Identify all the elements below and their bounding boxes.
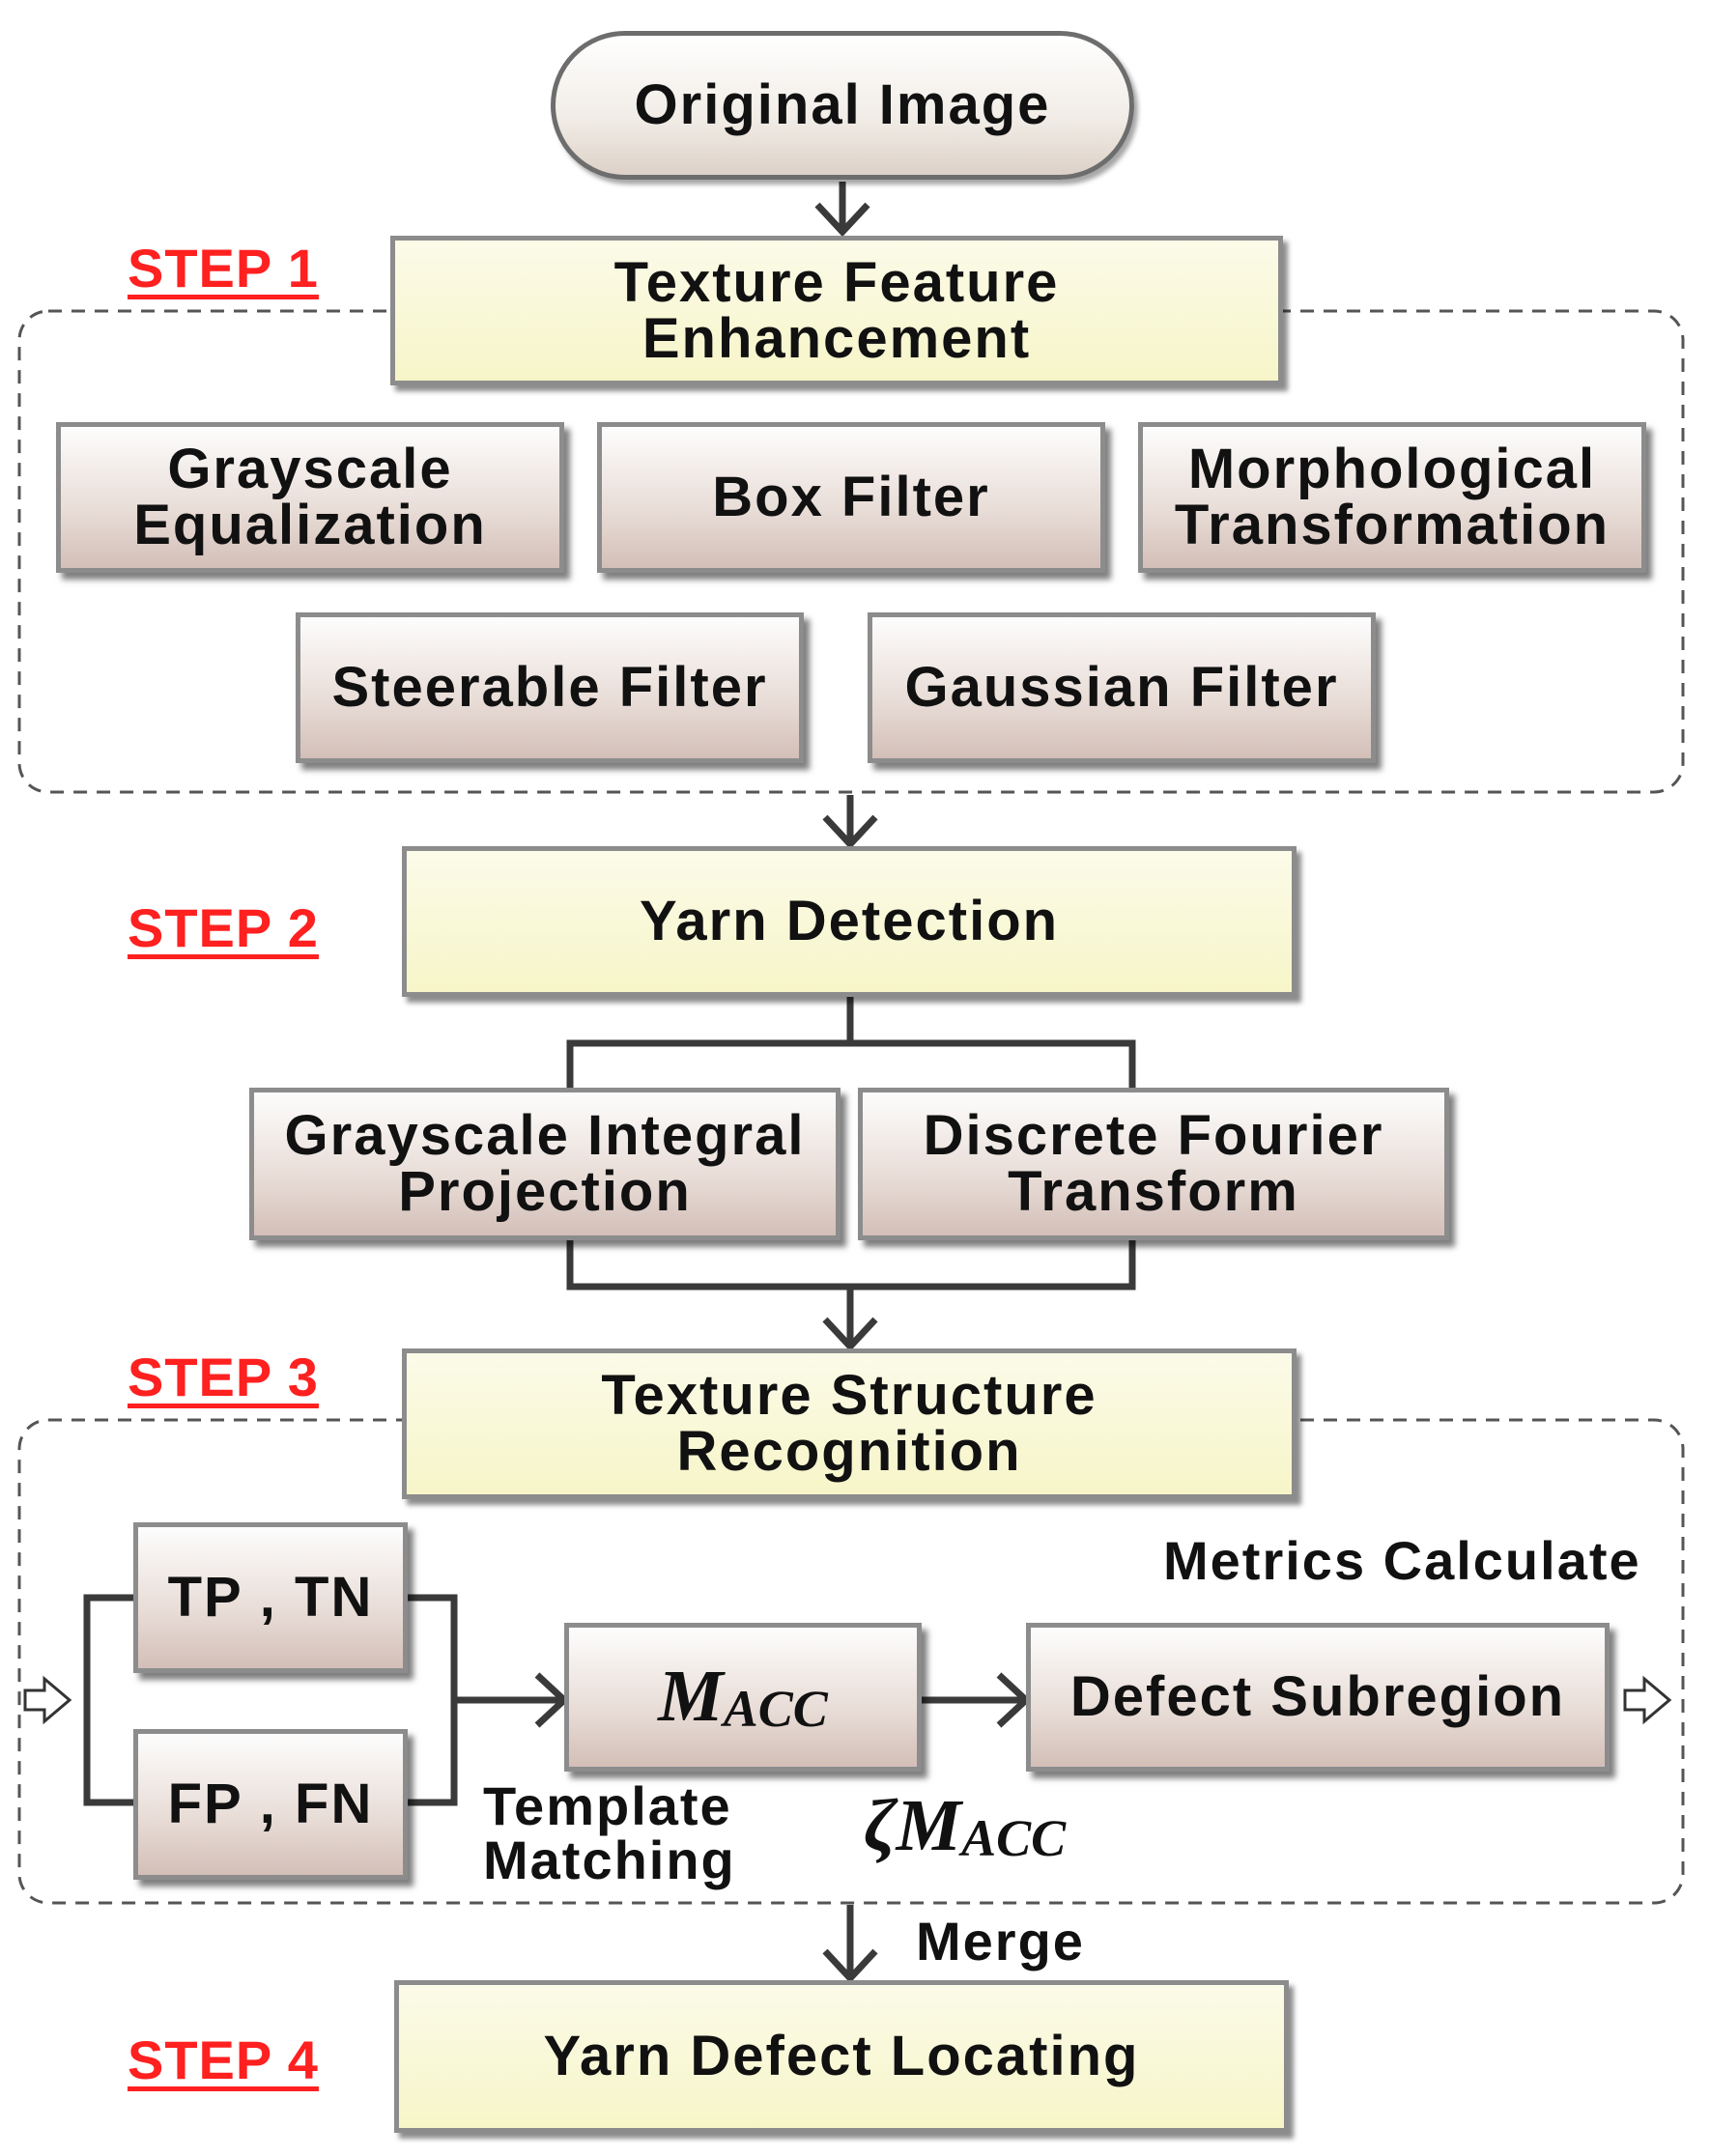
zeta-macc-subscript: ACC [961, 1809, 1067, 1867]
step4-label: STEP 4 [128, 2029, 319, 2090]
zeta-macc-main: M [896, 1785, 962, 1866]
texture-feature-enhancement-node: Texture Feature Enhancement [390, 236, 1283, 385]
defect-subregion-node: Defect Subregion [1026, 1623, 1610, 1772]
texture-structure-recognition-node: Texture Structure Recognition [402, 1348, 1297, 1499]
morphological-transformation-node: Morphological Transformation [1138, 422, 1646, 573]
step3-group-border [17, 1418, 1685, 1905]
original-image-node: Original Image [551, 31, 1134, 180]
steerable-filter-node: Steerable Filter [296, 612, 804, 763]
discrete-fourier-transform-node: Discrete Fourier Transform [858, 1088, 1449, 1240]
branch-step2-bottom [566, 1238, 1136, 1291]
macc-symbol: MACC [658, 1660, 828, 1735]
hollow-arrow-right-icon [1623, 1675, 1672, 1725]
steerable-filter-label: Steerable Filter [331, 656, 768, 719]
box-filter-node: Box Filter [597, 422, 1105, 573]
yarn-defect-locating-node: Yarn Defect Locating [394, 1980, 1289, 2133]
morphological-transformation-label: Morphological Transformation [1174, 438, 1610, 556]
yarn-detection-node: Yarn Detection [402, 846, 1297, 997]
discrete-fourier-transform-label: Discrete Fourier Transform [923, 1104, 1384, 1223]
gaussian-filter-node: Gaussian Filter [868, 612, 1376, 763]
defect-subregion-label: Defect Subregion [1069, 1665, 1566, 1728]
box-filter-label: Box Filter [712, 466, 990, 528]
grayscale-equalization-node: Grayscale Equalization [56, 422, 564, 573]
yarn-defect-locating-label: Yarn Defect Locating [543, 2025, 1140, 2087]
tp-tn-node: TP , TN [133, 1522, 408, 1673]
step1-label: STEP 1 [128, 238, 319, 298]
bracket-right [406, 1594, 458, 1806]
grayscale-integral-projection-label: Grayscale Integral Projection [284, 1104, 806, 1223]
fp-fn-node: FP , FN [133, 1729, 408, 1880]
yarn-detection-label: Yarn Detection [639, 890, 1060, 952]
metrics-calculate-label: Metrics Calculate [1163, 1530, 1641, 1591]
tp-tn-label: TP , TN [167, 1566, 374, 1629]
zeta-symbol: ζ [864, 1785, 897, 1866]
step3-label: STEP 3 [128, 1347, 319, 1407]
merge-label: Merge [916, 1911, 1085, 1972]
macc-node: MACC [564, 1623, 922, 1772]
step1-group-border [17, 309, 1685, 794]
template-matching-label: Template Matching [483, 1775, 736, 1890]
grayscale-integral-projection-node: Grayscale Integral Projection [249, 1088, 841, 1240]
zeta-macc-label: ζMACC [864, 1789, 1066, 1864]
texture-structure-recognition-label: Texture Structure Recognition [601, 1364, 1097, 1483]
macc-subscript: ACC [723, 1680, 828, 1738]
branch-step2-top [566, 1039, 1136, 1090]
step2-label: STEP 2 [128, 897, 319, 958]
macc-main: M [658, 1656, 724, 1737]
hollow-arrow-left-icon [23, 1675, 72, 1725]
gaussian-filter-label: Gaussian Filter [904, 656, 1339, 719]
grayscale-equalization-label: Grayscale Equalization [133, 438, 487, 556]
texture-feature-enhancement-label: Texture Feature Enhancement [613, 250, 1060, 370]
bracket-left [83, 1594, 137, 1806]
fp-fn-label: FP , FN [167, 1773, 374, 1835]
original-image-label: Original Image [634, 73, 1051, 136]
